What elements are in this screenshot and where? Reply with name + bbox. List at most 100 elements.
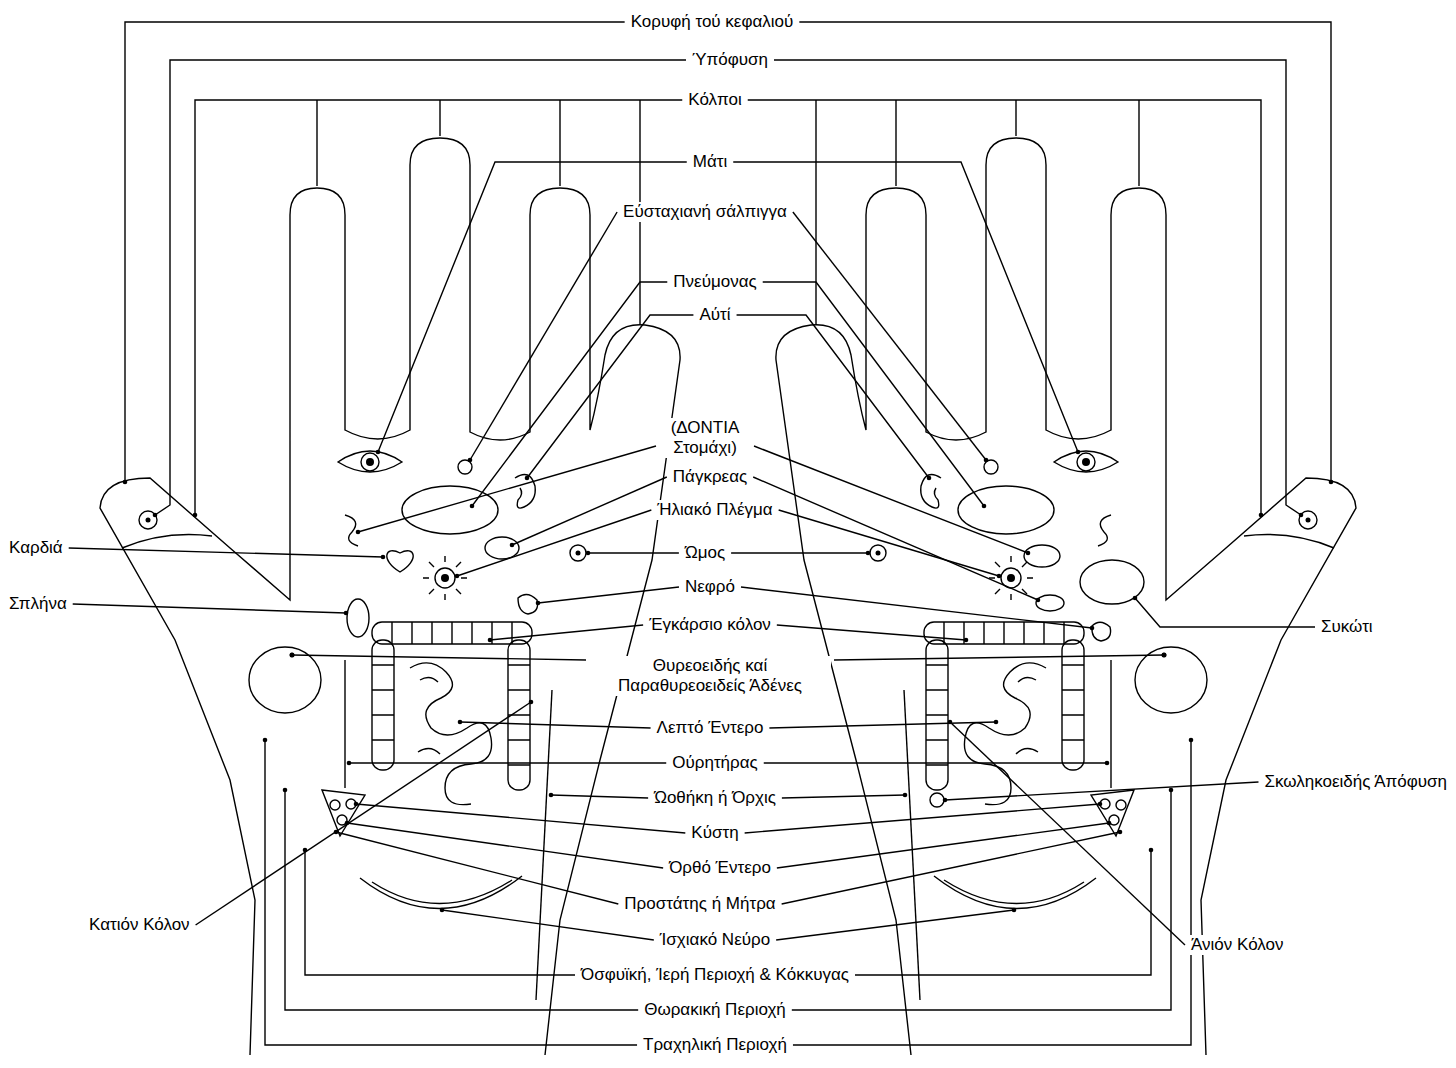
- leader-dot: [263, 738, 268, 743]
- organ-label: Ήλιακό Πλέγμα: [654, 500, 775, 520]
- leader-dot: [1107, 821, 1112, 826]
- leader-line: [538, 587, 679, 603]
- organ-label: Τραχηλική Περιοχή: [640, 1035, 790, 1055]
- organ-label: Λεπτό Έντερο: [654, 718, 767, 738]
- leader-dot: [948, 720, 953, 725]
- organ-label: Σκωληκοειδής Άπόφυση: [1261, 772, 1450, 792]
- leader-dot: [997, 574, 1002, 579]
- leader-dot: [1036, 598, 1041, 603]
- leader-line: [265, 740, 637, 1045]
- leader-line: [336, 832, 618, 904]
- leader-dot: [381, 555, 386, 560]
- leader-line: [776, 910, 1014, 940]
- leader-dot: [1169, 788, 1174, 793]
- leader-line: [777, 625, 966, 640]
- leader-dot: [193, 513, 198, 518]
- leader-dot: [1189, 738, 1194, 743]
- liver-zone: [1080, 560, 1144, 604]
- leader-line: [196, 702, 531, 925]
- leader-line: [1135, 598, 1315, 627]
- leader-line: [460, 722, 651, 728]
- leader-dot: [290, 653, 295, 658]
- heart-zone: [387, 551, 413, 572]
- leader-dot: [354, 802, 359, 807]
- leader-dot: [153, 513, 158, 518]
- leader-line: [69, 548, 383, 557]
- pancreas-zone: [1036, 595, 1064, 611]
- leader-line: [741, 587, 1092, 628]
- leader-dot: [1133, 596, 1138, 601]
- leader-dot: [866, 551, 871, 556]
- leader-line: [358, 446, 656, 532]
- leader-dot: [123, 480, 128, 485]
- leader-line: [793, 740, 1191, 1045]
- organ-label: Καρδιά: [6, 538, 66, 558]
- leader-dot: [536, 601, 541, 606]
- leader-line: [292, 655, 586, 660]
- leader-dot: [529, 700, 534, 705]
- leader-line: [945, 782, 1258, 800]
- leader-line: [442, 910, 654, 940]
- leader-line: [834, 655, 1164, 660]
- organ-label: Ούρητήρας: [669, 753, 761, 773]
- leader-dot: [455, 574, 460, 579]
- leader-dot: [1162, 653, 1167, 658]
- leader-dot: [982, 504, 987, 509]
- organ-label: Κόλποι: [685, 90, 744, 110]
- leader-line: [745, 804, 1100, 833]
- left-hand: [100, 100, 680, 1055]
- leader-dot: [376, 450, 381, 455]
- leader-dot: [470, 504, 475, 509]
- leader-line: [753, 477, 1038, 600]
- organ-label: Συκώτι: [1318, 617, 1376, 637]
- organ-label: Σπλήνα: [6, 594, 70, 614]
- leader-dot: [1149, 848, 1154, 853]
- leader-dot: [1026, 551, 1031, 556]
- organ-label: Αύτί: [696, 305, 733, 325]
- organ-label: Άνιόν Κόλον: [1188, 935, 1286, 955]
- leader-line: [347, 823, 663, 868]
- organ-label: Κύστη: [688, 823, 741, 843]
- organ-label: Μάτι: [690, 152, 730, 172]
- leader-dot: [964, 638, 969, 643]
- leader-line: [779, 510, 999, 576]
- leader-line: [737, 315, 929, 478]
- kidney-zone: [518, 594, 538, 614]
- leader-dot: [344, 611, 349, 616]
- stomach-zone: [1024, 545, 1060, 567]
- organ-label: Νεφρό: [682, 577, 738, 597]
- leader-dot: [1012, 908, 1017, 913]
- leader-line: [855, 850, 1151, 975]
- leader-dot: [1105, 761, 1110, 766]
- leader-line: [774, 60, 1301, 515]
- organ-label: Ύπόφυση: [689, 50, 771, 70]
- leader-dot: [1090, 626, 1095, 631]
- leader-dot: [283, 788, 288, 793]
- leader-dot: [994, 720, 999, 725]
- leader-dot: [510, 543, 515, 548]
- leader-dot: [984, 458, 989, 463]
- leader-dot: [458, 720, 463, 725]
- leader-dot: [440, 908, 445, 913]
- leader-dot: [586, 551, 591, 556]
- leader-dot: [1259, 513, 1264, 518]
- leader-line: [125, 22, 625, 482]
- leader-dot: [927, 476, 932, 481]
- leader-line: [457, 510, 651, 576]
- leader-dot: [1329, 480, 1334, 485]
- leader-line: [764, 762, 1107, 763]
- leader-dot: [488, 638, 493, 643]
- leader-line: [155, 60, 686, 515]
- organ-label: Έγκάρσιο κόλον: [646, 615, 774, 635]
- leader-dot: [1076, 450, 1081, 455]
- leader-line: [470, 212, 617, 460]
- organ-label: Κορυφή τού κεφαλιού: [628, 12, 797, 32]
- leader-line: [472, 282, 667, 506]
- organ-label: Κατιόν Κόλον: [86, 915, 193, 935]
- spleen-zone: [347, 599, 369, 637]
- organ-label: Πνεύμονας: [670, 272, 759, 292]
- leader-line: [305, 850, 575, 975]
- leader-line: [588, 552, 679, 553]
- organ-label: Ώμος: [682, 543, 728, 563]
